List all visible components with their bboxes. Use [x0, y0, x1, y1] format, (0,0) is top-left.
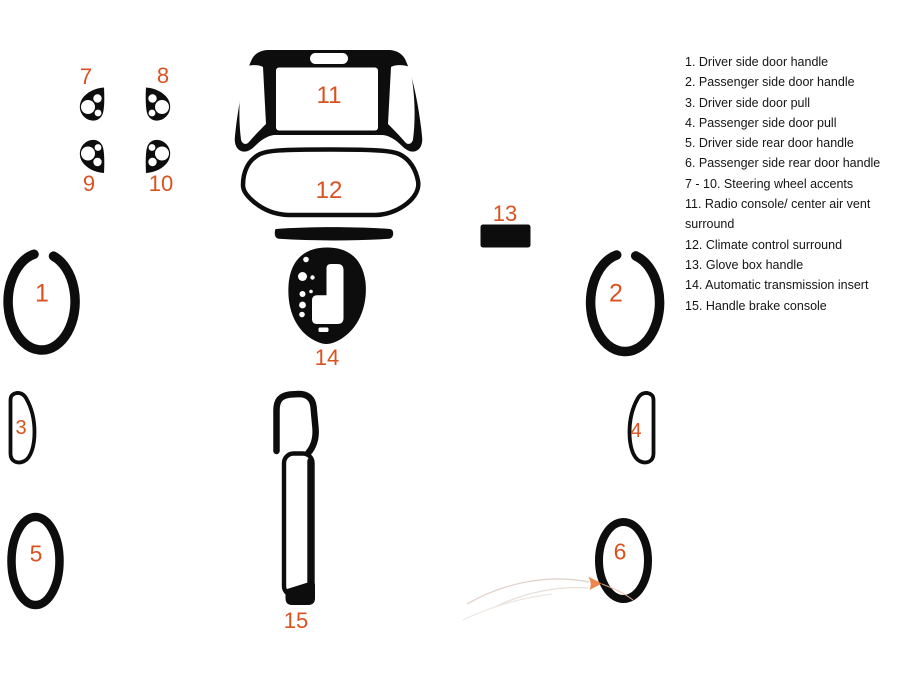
part-4-label: 4 [630, 420, 642, 442]
part-10-label: 10 [148, 171, 174, 196]
part-3-shape [8, 391, 37, 465]
part-12-label: 12 [315, 177, 343, 204]
part-2-shape [585, 250, 665, 357]
legend-item-2: 2. Passenger side door handle [685, 75, 855, 90]
part-15-label: 15 [283, 608, 309, 633]
legend-item-12: 12. Climate control surround [685, 237, 843, 252]
part-7-shape [79, 87, 105, 121]
legend-item-5: 5. Driver side rear door handle [685, 136, 854, 151]
part-2-label: 2 [609, 279, 623, 308]
part-14-shape [288, 247, 366, 344]
part-3-label: 3 [15, 417, 27, 439]
legend-item-1: 1. Driver side door handle [685, 55, 829, 69]
part-9-shape [79, 139, 105, 173]
legend-item-7-10: 7 - 10. Steering wheel accents [685, 176, 854, 191]
part-7-label: 7 [79, 64, 93, 89]
legend-item-3: 3. Driver side door pull [685, 95, 811, 110]
arrowhead-icon [588, 576, 602, 590]
part-10-shape [145, 139, 171, 173]
part-9-label: 9 [82, 171, 96, 196]
legend-item-13: 13. Glove box handle [685, 257, 804, 272]
part-11-label: 11 [316, 82, 342, 109]
part-13-label: 13 [492, 201, 518, 226]
part-1-shape [3, 249, 80, 355]
part-4-shape [627, 391, 656, 465]
swoosh-watermark [462, 576, 634, 621]
legend-item-14: 14. Automatic transmission insert [685, 278, 869, 293]
part-15-shape [273, 390, 319, 605]
legend-item-15: 15. Handle brake console [685, 298, 827, 313]
part-6-shape [595, 518, 652, 603]
part-5-label: 5 [29, 540, 43, 567]
part-8-label: 8 [156, 63, 170, 88]
part-14-label: 14 [314, 345, 340, 370]
part-13-shape [480, 224, 531, 248]
legend-item-11: 11. Radio console/ center air vent surro… [685, 197, 871, 232]
part-8-shape [145, 87, 171, 121]
legend-item-6: 6. Passenger side rear door handle [685, 156, 881, 171]
part-6-label: 6 [613, 538, 627, 565]
legend: 1. Driver side door handle 2. Passenger … [685, 52, 896, 316]
part-1-label: 1 [35, 279, 49, 308]
legend-item-4: 4. Passenger side door pull [685, 115, 837, 130]
part-12-shape [240, 147, 421, 241]
part-11-shape [234, 50, 423, 152]
part-5-shape [7, 512, 64, 610]
